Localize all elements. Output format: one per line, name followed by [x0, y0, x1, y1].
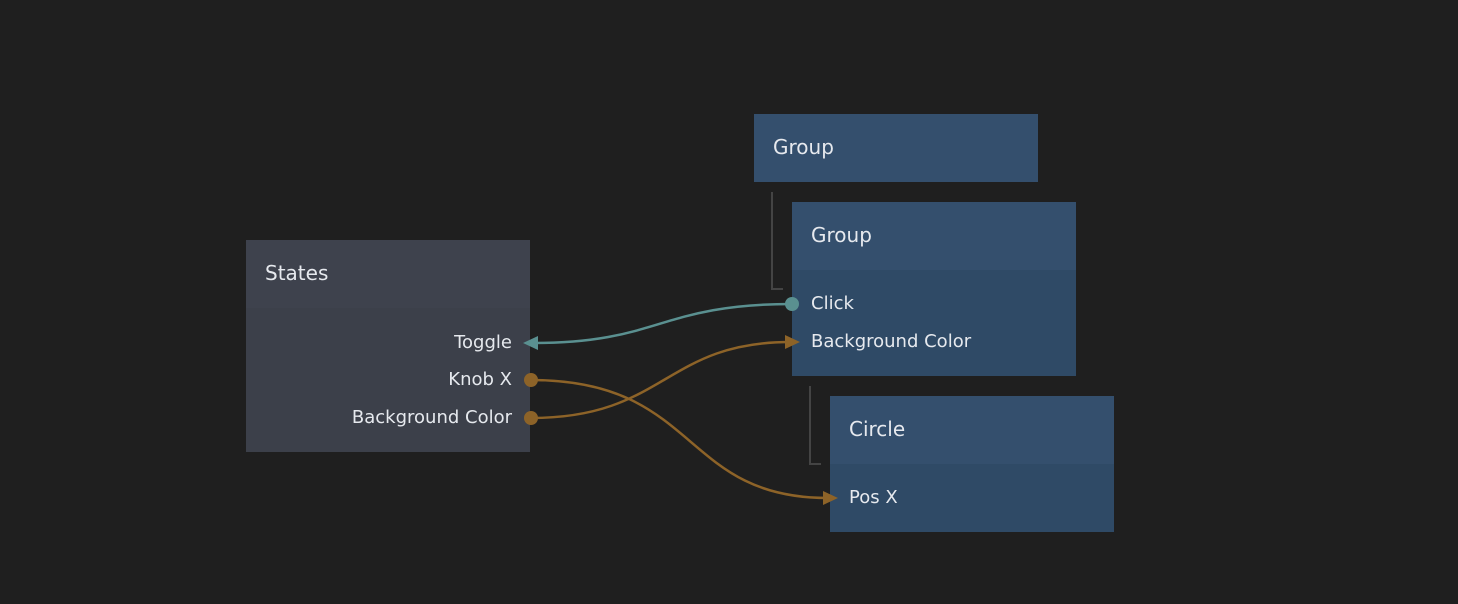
port-dot: [785, 297, 799, 311]
port-toggle[interactable]: Toggle: [454, 332, 512, 353]
arrow-icon: [823, 491, 838, 505]
group-node-outer[interactable]: Group: [754, 114, 1038, 182]
states-node[interactable]: States Toggle Knob X Background Color: [246, 240, 530, 452]
node-title: States: [265, 261, 329, 285]
port-background-color[interactable]: Background Color: [811, 331, 972, 352]
port-pos-x[interactable]: Pos X: [849, 487, 898, 508]
arrow-icon: [785, 335, 800, 349]
node-title: Group: [773, 135, 834, 159]
wire-bgcolor[interactable]: [530, 340, 791, 420]
hierarchy-line: [809, 386, 821, 465]
wire-knobx-to-posx[interactable]: [530, 378, 829, 500]
port-dot: [524, 411, 538, 425]
hierarchy-line: [771, 192, 783, 290]
port-dot: [524, 373, 538, 387]
arrow-icon: [523, 336, 538, 350]
wire-click-to-toggle[interactable]: [533, 302, 793, 345]
port-knob-x[interactable]: Knob X: [448, 369, 512, 390]
port-click[interactable]: Click: [811, 293, 854, 314]
port-background-color[interactable]: Background Color: [351, 407, 512, 428]
node-title: Circle: [849, 417, 906, 441]
node-title: Group: [811, 223, 872, 247]
group-node-inner[interactable]: Group Click Background Color: [792, 202, 1076, 376]
circle-node[interactable]: Circle Pos X: [830, 396, 1114, 532]
